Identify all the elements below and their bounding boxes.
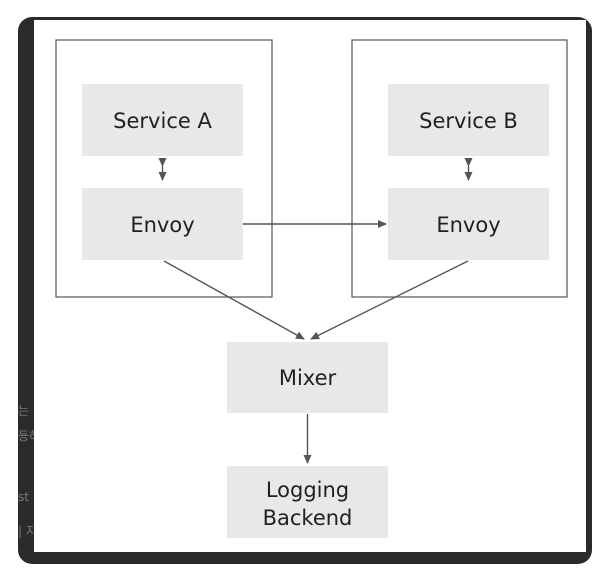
diagram-panel: Service A Envoy Service B Envoy Mixer Lo… xyxy=(34,20,586,552)
background-text: | 지 xyxy=(18,524,37,538)
envoy-b-box xyxy=(388,188,549,260)
pod-a-container xyxy=(55,39,273,298)
mixer-label: Mixer xyxy=(279,366,337,390)
service-a-box xyxy=(82,84,243,156)
background-text: st xyxy=(18,490,29,504)
service-a-label: Service A xyxy=(113,109,212,133)
logging-backend-label-line1: Logging xyxy=(266,478,349,502)
background-text: 는 xyxy=(18,404,30,418)
envoy-b-label: Envoy xyxy=(436,213,500,237)
pod-b-container xyxy=(351,39,568,298)
window-frame: 는 등하 st | 지 Service A Envoy Service B xyxy=(18,17,592,564)
architecture-diagram: Service A Envoy Service B Envoy Mixer Lo… xyxy=(55,39,568,538)
service-b-label: Service B xyxy=(419,109,518,133)
service-b-box xyxy=(388,84,549,156)
logging-backend-box xyxy=(227,466,388,538)
arrow-envoy-b-mixer xyxy=(310,260,469,340)
envoy-a-box xyxy=(82,188,243,260)
logging-backend-label-line2: Backend xyxy=(263,506,353,530)
envoy-a-label: Envoy xyxy=(130,213,194,237)
mixer-box xyxy=(227,342,388,413)
arrow-envoy-a-mixer xyxy=(163,260,305,340)
